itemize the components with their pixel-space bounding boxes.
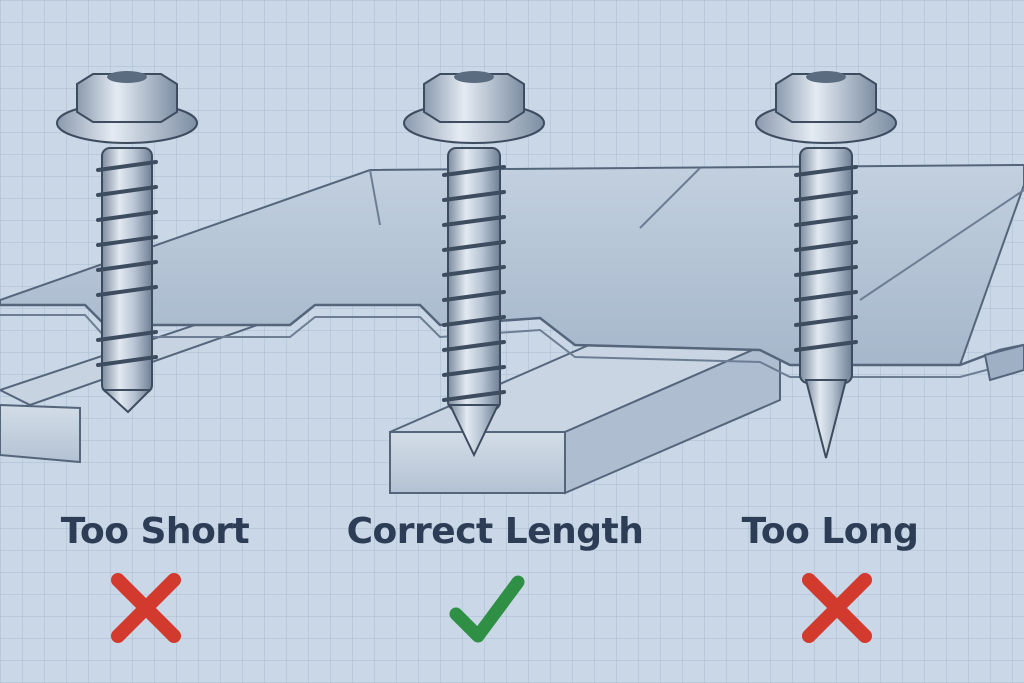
label-correct-length: Correct Length (346, 511, 644, 552)
screw-too-long (755, 71, 897, 459)
screw-too-short (56, 71, 198, 414)
cross-icon (111, 573, 181, 643)
cross-icon (802, 573, 872, 643)
screw-correct-length (403, 71, 545, 458)
check-icon (449, 575, 525, 643)
label-too-long: Too Long (741, 511, 919, 552)
label-too-short: Too Short (60, 511, 250, 552)
